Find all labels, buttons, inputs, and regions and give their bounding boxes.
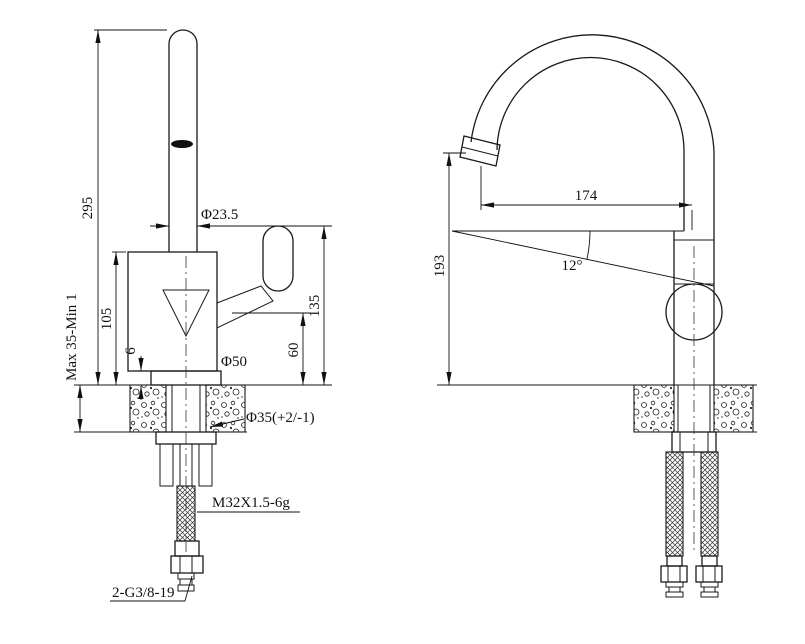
dim-total-height: 295 bbox=[80, 197, 96, 220]
front-hose-nut bbox=[170, 555, 204, 574]
dim-spout-height: 193 bbox=[432, 255, 448, 278]
dim-handle-height: 135 bbox=[307, 295, 323, 318]
side-hose-right-rib-2 bbox=[703, 586, 716, 593]
front-body bbox=[127, 251, 218, 372]
side-hose-right-rib-1 bbox=[700, 581, 719, 588]
front-mount-tab-3 bbox=[198, 443, 213, 487]
side-counter-right-section bbox=[713, 384, 754, 433]
dim-body-height: 105 bbox=[99, 308, 115, 331]
dimension-annotations: 295 105 6 Max 35-Min 1 Φ23.5 135 60 Φ50 … bbox=[64, 29, 715, 602]
leader-hose-thread bbox=[184, 575, 193, 602]
front-mount-tab-1 bbox=[159, 443, 174, 487]
front-counter-right-section bbox=[205, 384, 246, 433]
side-hose-right bbox=[700, 451, 719, 557]
front-nipple-rib-3 bbox=[177, 584, 195, 592]
side-hose-right-nut bbox=[695, 565, 723, 583]
side-hose-right-rib-3 bbox=[700, 591, 719, 598]
dim-base-thickness: 6 bbox=[123, 347, 139, 355]
side-hose-left-ferrule bbox=[666, 555, 683, 567]
side-spout-inner-curve bbox=[496, 56, 685, 153]
side-hose-left-rib-1 bbox=[665, 581, 684, 588]
front-counter-left-section bbox=[129, 384, 167, 433]
angle-arc bbox=[586, 230, 591, 260]
side-hose-left-rib-3 bbox=[665, 591, 684, 598]
dim-mount-range: Max 35-Min 1 bbox=[64, 294, 80, 382]
front-aerator-mark bbox=[171, 140, 193, 148]
leader-hole-diameter bbox=[209, 418, 245, 428]
side-hose-left-nut bbox=[660, 565, 688, 583]
dim-spout-reach: 174 bbox=[575, 188, 598, 204]
front-spout-pipe bbox=[168, 29, 198, 252]
front-threaded-shank bbox=[176, 485, 196, 542]
side-hose-right-ferrule bbox=[701, 555, 718, 567]
front-view bbox=[74, 29, 294, 592]
front-handle-connector bbox=[216, 285, 274, 329]
side-hose-left-rib-2 bbox=[668, 586, 681, 593]
side-hose-left bbox=[665, 451, 684, 557]
side-view bbox=[437, 34, 757, 598]
dim-hose-thread: 2-G3/8-19 bbox=[112, 585, 175, 601]
dim-spout-diameter: Φ23.5 bbox=[201, 207, 238, 223]
dim-hole-diameter: Φ35(+2/-1) bbox=[246, 410, 315, 426]
side-nozzle-collar bbox=[461, 146, 499, 157]
dim-base-diameter: Φ50 bbox=[221, 354, 247, 370]
angle-slanted-line bbox=[451, 230, 715, 287]
side-counter-left-section bbox=[633, 384, 675, 433]
front-hose-connector bbox=[174, 540, 200, 557]
front-handle bbox=[262, 225, 294, 292]
dim-hub-height: 60 bbox=[286, 343, 302, 358]
dim-spout-angle: 12° bbox=[562, 258, 583, 274]
dim-shank-thread: M32X1.5-6g bbox=[212, 495, 290, 511]
side-nozzle bbox=[459, 135, 501, 167]
side-spout-outer-curve bbox=[470, 34, 715, 153]
